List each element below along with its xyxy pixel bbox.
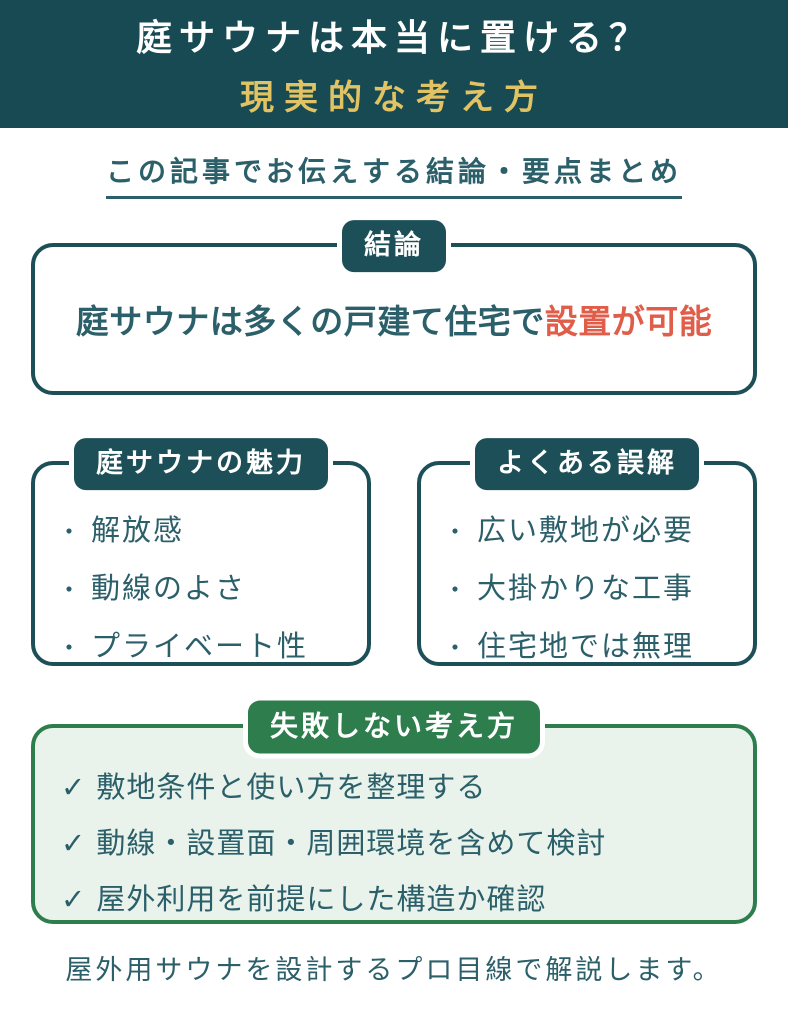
misconception-card: よくある誤解 ・広い敷地が必要 ・大掛かりな工事 ・住宅地では無理: [417, 438, 757, 666]
list-item: ・大掛かりな工事: [443, 565, 753, 607]
page-title: 庭サウナは本当に置ける？: [135, 17, 652, 58]
approach-card: 失敗しない考え方 ✓ 敷地条件と使い方を整理する ✓ 動線・設置面・周囲環境を含めて…: [31, 700, 757, 924]
checklist-item: ✓ 敷地条件と使い方を整理する: [61, 764, 753, 806]
list-item-label: 動線のよさ: [91, 573, 247, 605]
bullet-icon: ・: [443, 635, 469, 662]
checklist-item-label: 敷地条件と使い方を整理する: [96, 772, 487, 804]
misconception-list: ・広い敷地が必要 ・大掛かりな工事 ・住宅地では無理: [421, 507, 753, 665]
lead-heading: この記事でお伝えする結論・要点まとめ: [105, 150, 682, 199]
bullet-icon: ・: [57, 635, 83, 662]
checklist-item: ✓ 屋外利用を前提にした構造か確認: [61, 876, 753, 918]
bullet-icon: ・: [57, 577, 83, 604]
conclusion-badge: 結論: [342, 220, 446, 272]
list-item-label: 大掛かりな工事: [477, 573, 695, 605]
list-item: ・動線のよさ: [57, 565, 367, 607]
appeal-list: ・解放感 ・動線のよさ ・プライベート性: [35, 507, 367, 665]
list-item-label: 広い敷地が必要: [477, 515, 695, 547]
appeal-card: 庭サウナの魅力 ・解放感 ・動線のよさ ・プライベート性: [31, 438, 371, 666]
list-item: ・プライベート性: [57, 623, 367, 665]
two-column-row: 庭サウナの魅力 ・解放感 ・動線のよさ ・プライベート性 よくある誤解 ・広い敷…: [31, 438, 757, 666]
conclusion-text: 庭サウナは多くの戸建て住宅で設置が可能: [76, 295, 713, 343]
check-icon: ✓: [61, 884, 87, 916]
checklist-item-label: 動線・設置面・周囲環境を含めて検討: [96, 828, 607, 860]
bullet-icon: ・: [443, 519, 469, 546]
conclusion-text-highlight: 設置が可能: [544, 303, 713, 340]
bullet-icon: ・: [57, 519, 83, 546]
page-subtitle: 現実的な考え方: [240, 79, 548, 117]
list-item-label: 住宅地では無理: [477, 631, 695, 663]
header-banner: 庭サウナは本当に置ける？ 現実的な考え方: [0, 0, 788, 128]
conclusion-card: 結論 庭サウナは多くの戸建て住宅で設置が可能: [31, 220, 757, 395]
lead-heading-row: この記事でお伝えする結論・要点まとめ: [0, 150, 788, 199]
list-item: ・住宅地では無理: [443, 623, 753, 665]
checklist-item: ✓ 動線・設置面・周囲環境を含めて検討: [61, 820, 753, 862]
appeal-badge: 庭サウナの魅力: [74, 438, 328, 490]
list-item: ・広い敷地が必要: [443, 507, 753, 549]
conclusion-text-main: 庭サウナは多くの戸建て住宅で: [75, 303, 545, 340]
list-item-label: 解放感: [91, 515, 185, 547]
checklist-item-label: 屋外利用を前提にした構造か確認: [96, 884, 547, 916]
misconception-badge: よくある誤解: [475, 438, 699, 490]
list-item: ・解放感: [57, 507, 367, 549]
approach-badge: 失敗しない考え方: [247, 700, 541, 754]
check-icon: ✓: [61, 772, 87, 804]
bullet-icon: ・: [443, 577, 469, 604]
list-item-label: プライベート性: [91, 631, 309, 663]
check-icon: ✓: [61, 828, 87, 860]
approach-checklist: ✓ 敷地条件と使い方を整理する ✓ 動線・設置面・周囲環境を含めて検討 ✓ 屋外利用を…: [35, 764, 753, 918]
footer-note: 屋外用サウナを設計するプロ目線で解説します。: [65, 955, 723, 985]
